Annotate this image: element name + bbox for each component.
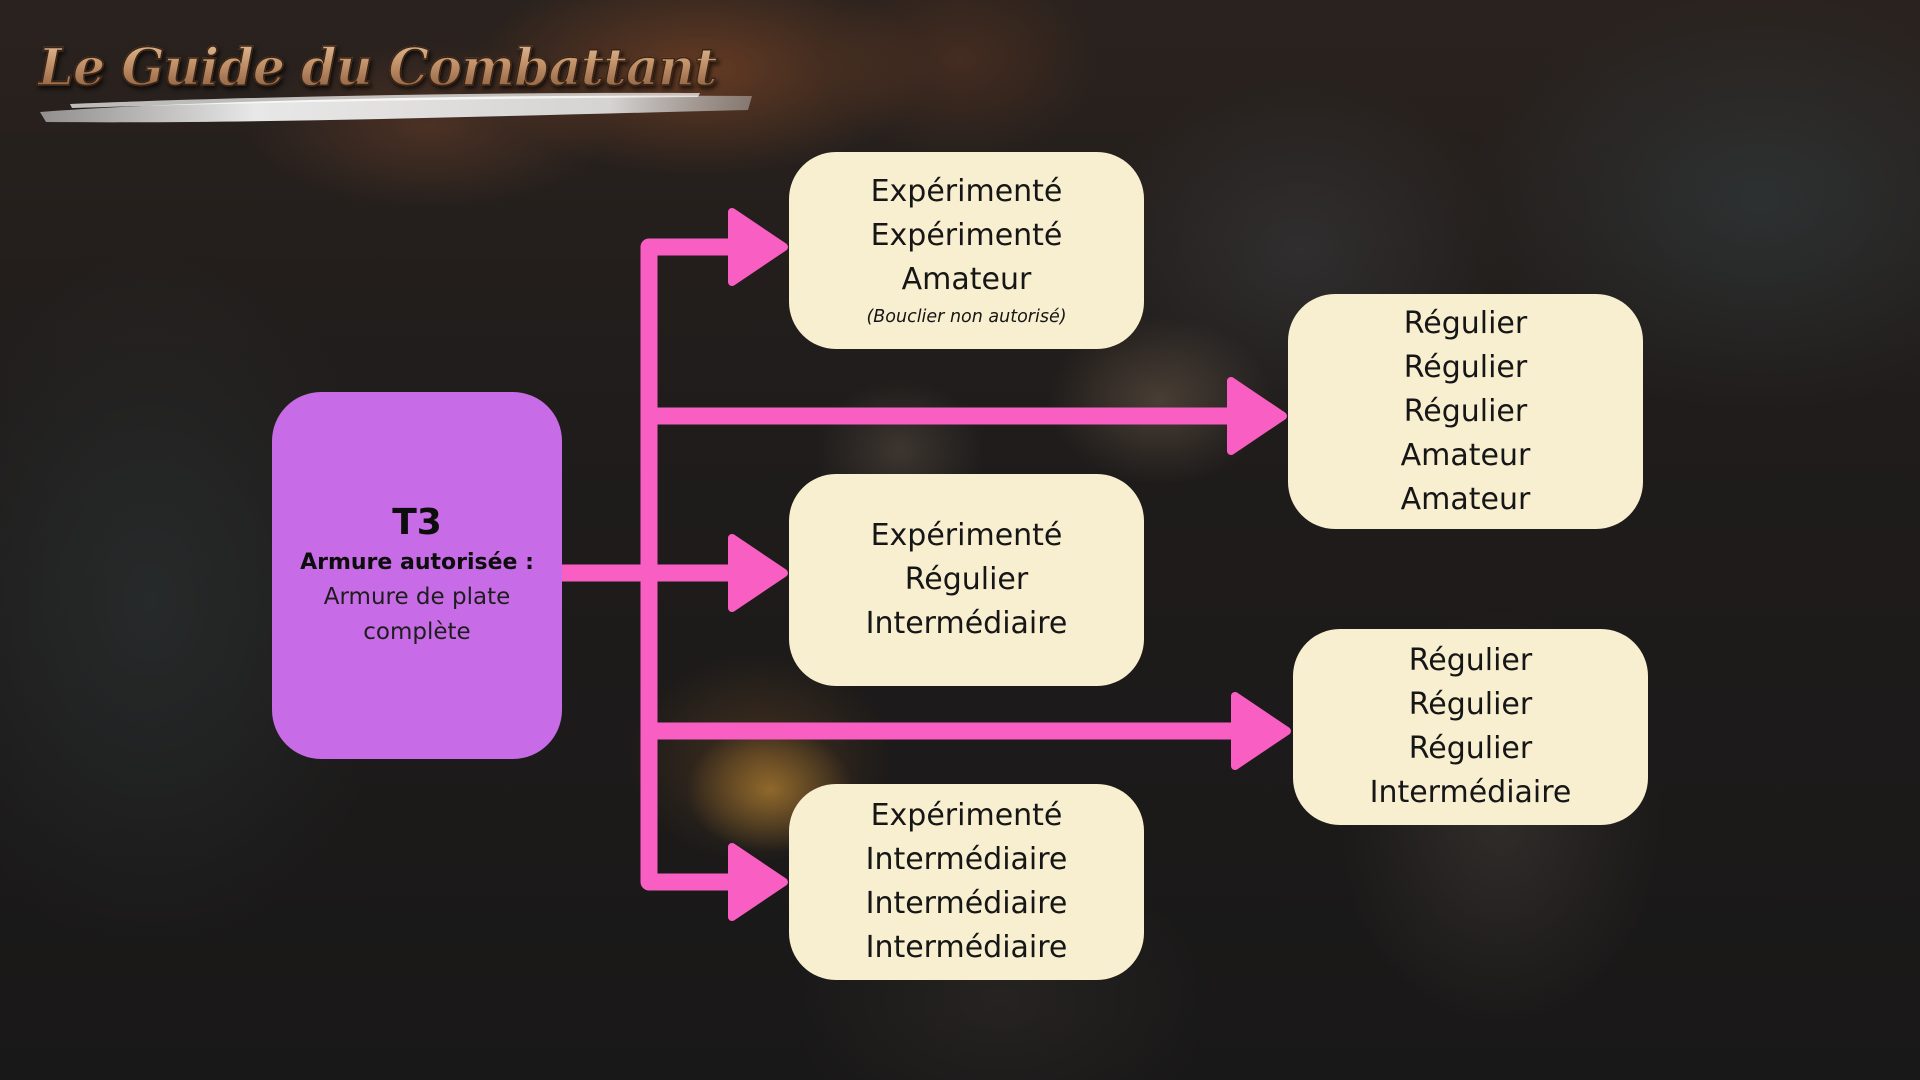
node-line: Expérimenté (870, 798, 1063, 833)
node-line: Expérimenté (870, 518, 1063, 553)
arrowhead-node-5 (728, 843, 788, 921)
node-line: Intermédiaire (865, 606, 1068, 641)
node-line: Régulier (1403, 305, 1528, 341)
node-box-5: Expérimenté Intermédiaire Intermédiaire … (789, 784, 1144, 980)
allowed-armor-label: Armure autorisée : (300, 550, 534, 575)
node-box-3: Expérimenté Régulier Intermédiaire (789, 474, 1144, 686)
node-note: (Bouclier non autorisé) (866, 306, 1067, 327)
node-line: Régulier (1403, 393, 1528, 429)
node-line: Intermédiaire (865, 886, 1068, 921)
allowed-armor-value: Armure de plate complète (323, 584, 511, 645)
arrowhead-node-4 (1231, 692, 1291, 770)
node-box-2: Régulier Régulier Régulier Amateur Amate… (1288, 294, 1643, 529)
node-box-1: Expérimenté Expérimenté Amateur (Bouclie… (789, 152, 1144, 349)
node-line: Expérimenté (870, 217, 1063, 253)
logo: Le Guide du Combattant (37, 37, 718, 99)
node-line: Régulier (1408, 643, 1533, 678)
node-line: Intermédiaire (865, 930, 1068, 965)
logo-brush-stroke (40, 92, 752, 123)
node-line: Expérimenté (870, 173, 1063, 209)
node-line: Amateur (901, 261, 1032, 297)
node-line: Régulier (904, 562, 1029, 597)
center-node: T3 Armure autorisée : Armure de plate co… (272, 392, 562, 759)
center-node-title: T3 (392, 502, 442, 543)
arrowhead-node-2 (1227, 377, 1287, 455)
node-line: Amateur (1400, 481, 1531, 517)
node-line: Intermédiaire (865, 842, 1068, 877)
node-line: Régulier (1408, 731, 1533, 766)
arrowhead-node-3 (728, 534, 788, 612)
node-line: Régulier (1408, 687, 1533, 722)
node-line: Intermédiaire (1369, 775, 1572, 810)
arrowhead-node-1 (728, 208, 788, 286)
node-box-4: Régulier Régulier Régulier Intermédiaire (1293, 629, 1648, 825)
node-line: Régulier (1403, 349, 1528, 385)
node-line: Amateur (1400, 437, 1531, 473)
